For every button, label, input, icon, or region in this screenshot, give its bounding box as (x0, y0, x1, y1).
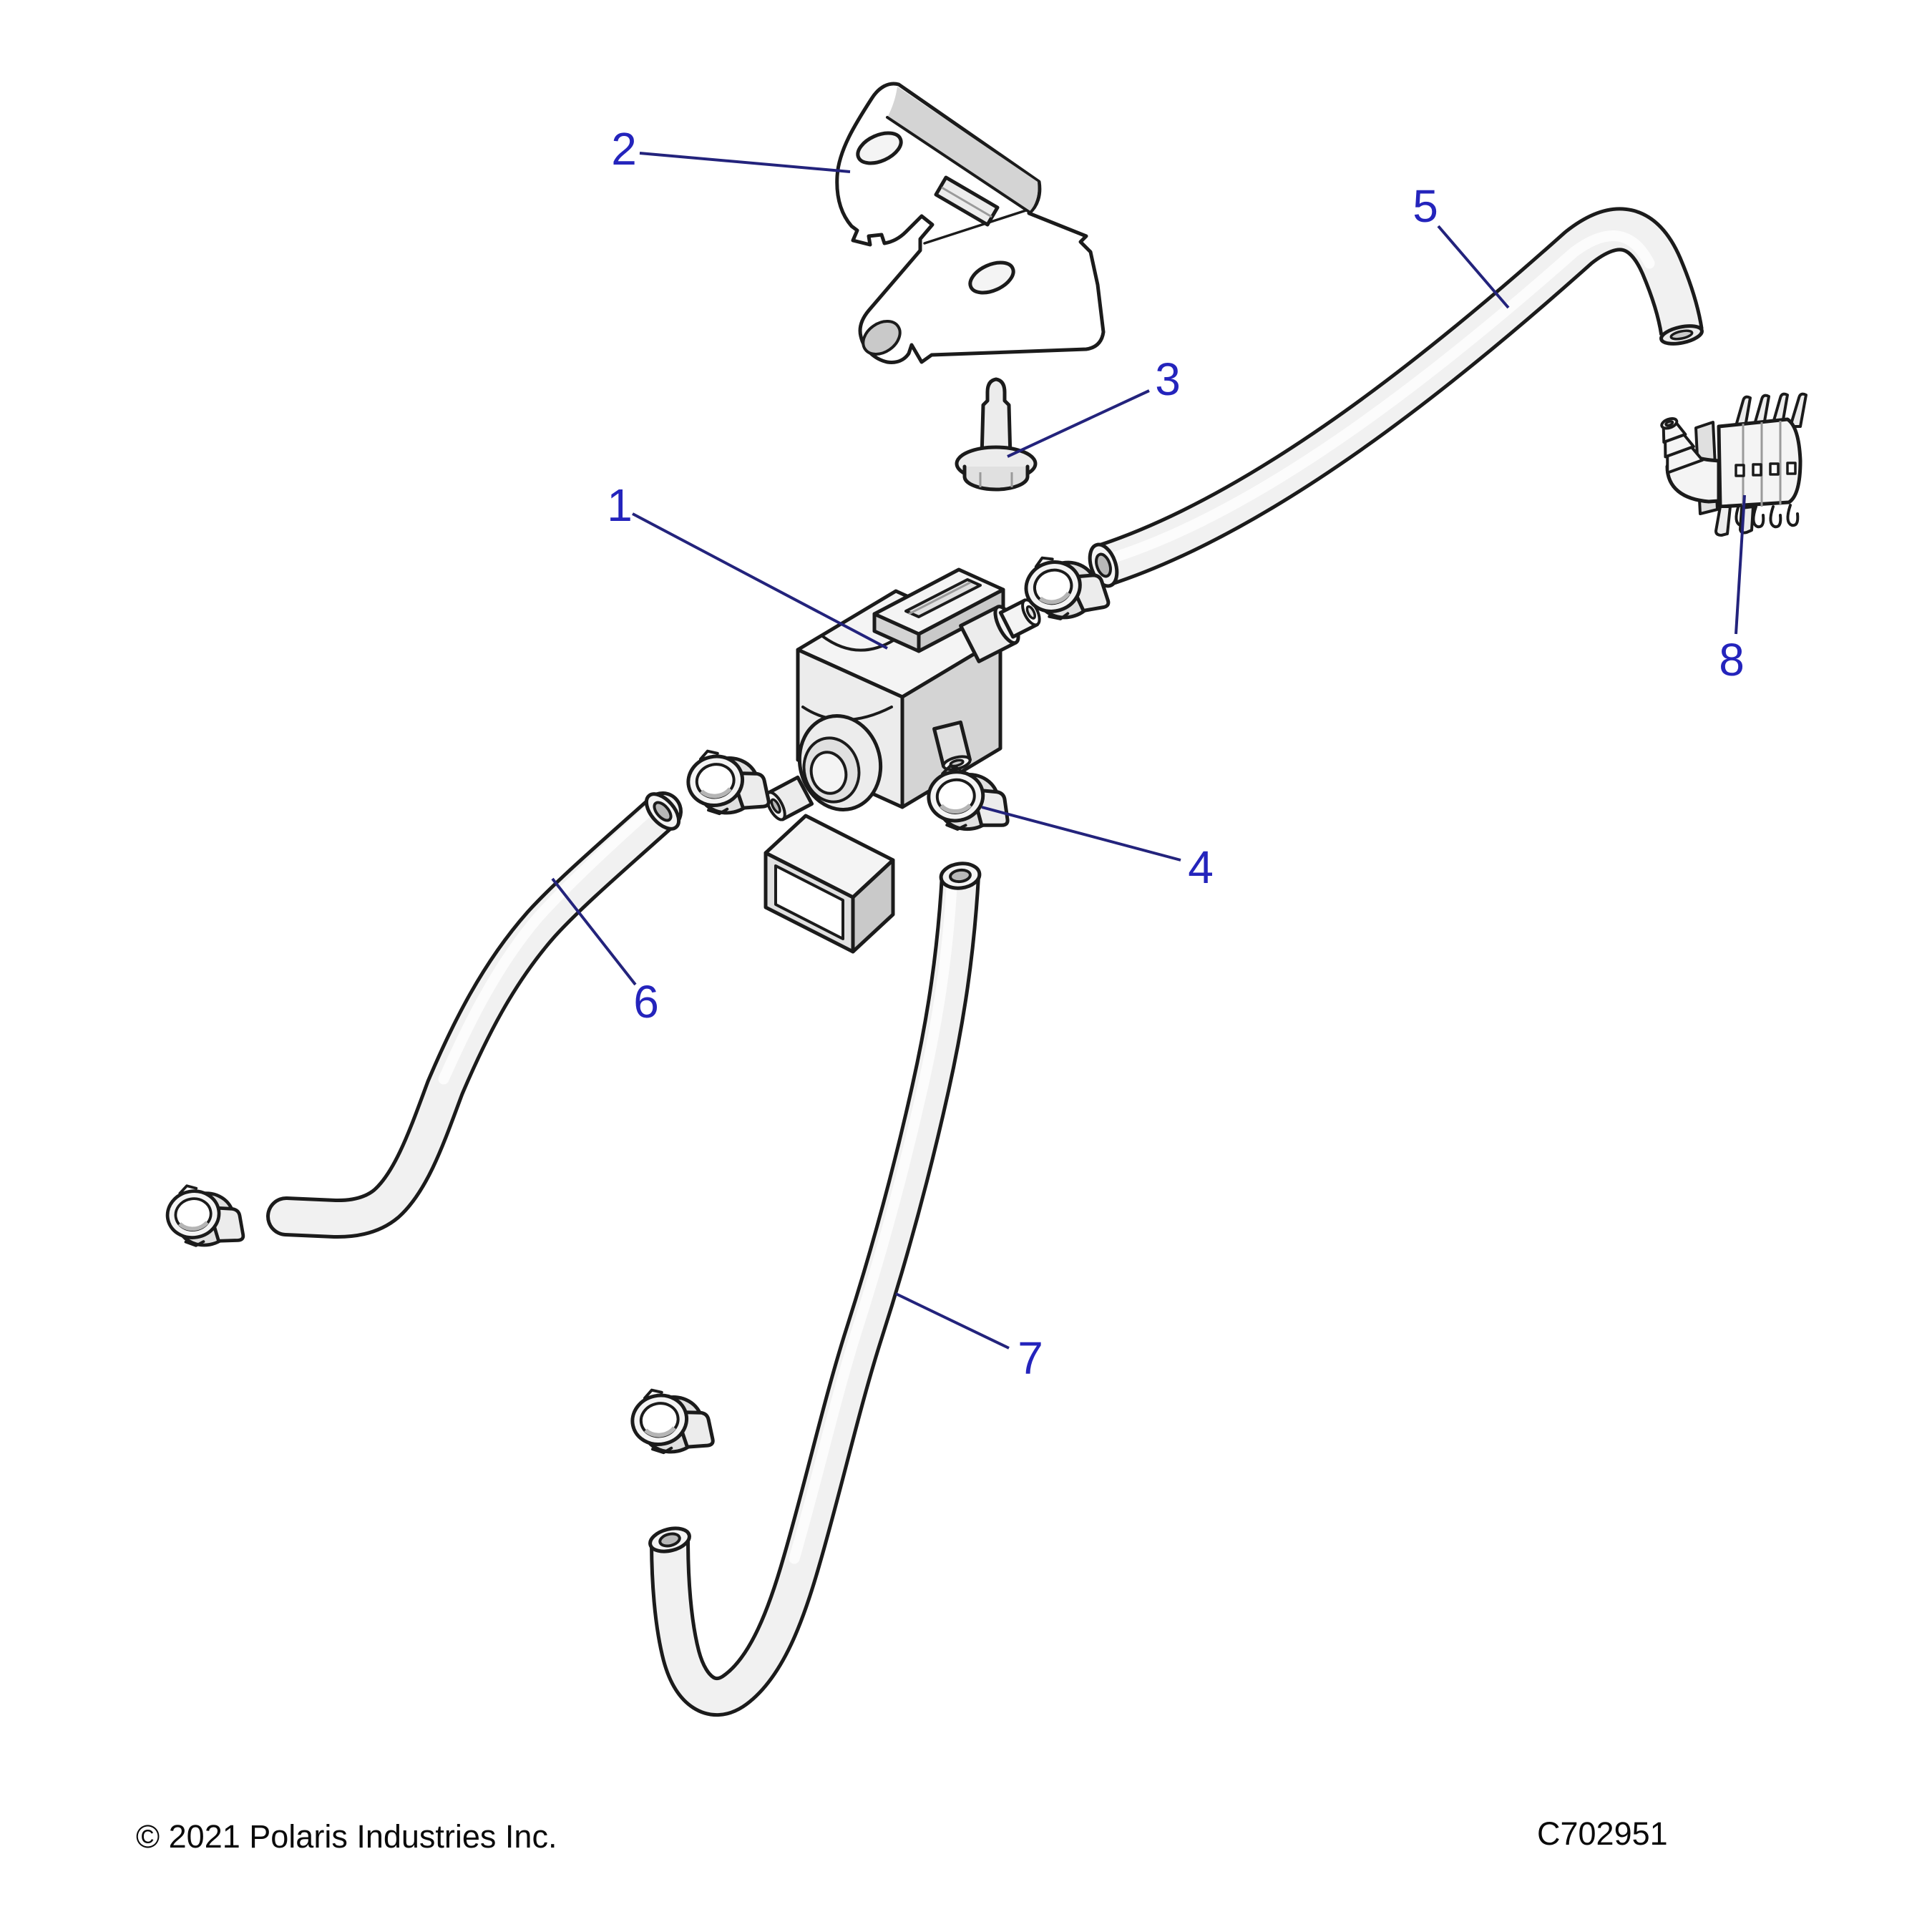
bracket-hole-upper (856, 131, 903, 165)
hose-clamp-left (683, 741, 770, 821)
callout-label-7: 7 (1018, 1332, 1043, 1384)
fitting-fin (1789, 392, 1807, 428)
callout-labels: 1 2 3 4 5 6 7 8 (607, 123, 1745, 1384)
valve-plate-slot (904, 578, 982, 618)
fitting-fin (1733, 395, 1752, 432)
callout-label-4: 4 (1188, 841, 1214, 893)
bracket-part (835, 82, 1106, 364)
callout-label-1: 1 (607, 479, 633, 531)
screw-part (955, 377, 1038, 492)
leader-line-8 (1735, 494, 1746, 635)
bracket-tab-cap (862, 320, 902, 356)
hose-left (266, 791, 683, 1239)
hose-lower-end-left (648, 1526, 691, 1553)
hose-clamp-far-left (162, 1178, 243, 1252)
valve-boss-face (809, 751, 848, 795)
leader-line-2 (639, 152, 851, 173)
hose-left-end-top (644, 792, 681, 831)
fitting-barb (1660, 416, 1704, 474)
callout-label-3: 3 (1155, 353, 1181, 405)
diagram-code: C702951 (1537, 1815, 1668, 1852)
valve-nipple-left (765, 775, 814, 821)
screw-shaft (980, 377, 1013, 460)
fitting-leg (1714, 505, 1732, 537)
leader-line-7 (895, 1292, 1010, 1350)
fitting-hook (1769, 505, 1782, 529)
bracket-outline (835, 82, 1106, 364)
callout-label-2: 2 (611, 123, 637, 175)
leader-line-1 (632, 512, 888, 650)
leader-line-5 (1437, 225, 1510, 309)
copyright-text: © 2021 Polaris Industries Inc. (136, 1818, 557, 1855)
fitting-hook (1752, 505, 1765, 529)
valve-part (763, 567, 1041, 954)
hose-clamp-lower (627, 1380, 714, 1460)
callout-label-8: 8 (1719, 634, 1745, 686)
callout-label-5: 5 (1413, 180, 1438, 232)
fitting-hook (1786, 504, 1800, 527)
valve-connector-opening (774, 864, 844, 940)
leader-line-6 (551, 877, 637, 986)
hose-upper (1088, 207, 1704, 588)
leader-line-4 (981, 806, 1181, 862)
hose-upper-end-right (1659, 324, 1704, 346)
elbow-fitting-part (1660, 392, 1807, 537)
leader-lines (551, 152, 1746, 1350)
valve-body-right (900, 636, 1002, 809)
valve-nipple-right (959, 598, 1041, 663)
bracket-hole-lower (968, 260, 1015, 295)
leader-line-3 (1007, 389, 1150, 458)
bracket-fold-edge (886, 116, 1030, 213)
bracket-slot-lip (941, 186, 992, 218)
hose-lower (648, 862, 982, 1717)
hose-lower-end-top (939, 862, 982, 890)
callout-label-6: 6 (633, 976, 659, 1028)
screw-hex (962, 464, 1030, 492)
bracket-crease (923, 209, 1028, 245)
bracket-fold-band (887, 87, 1038, 212)
